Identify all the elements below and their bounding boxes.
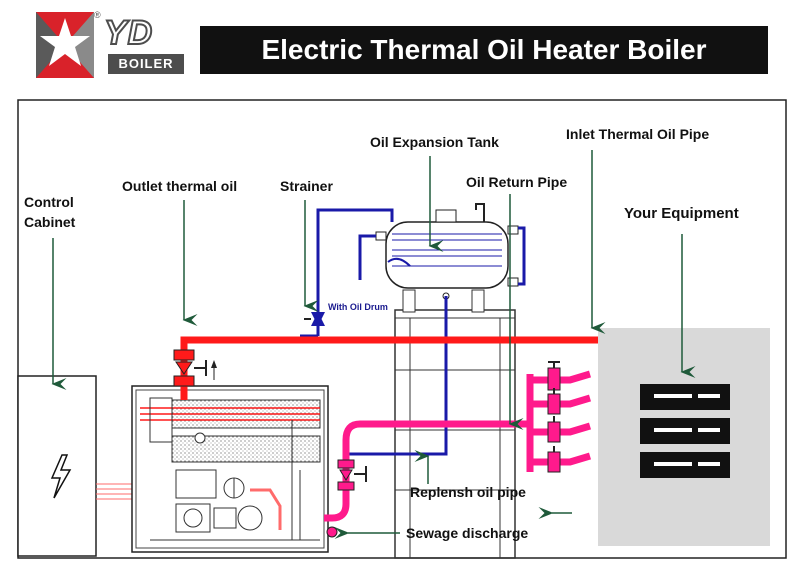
- lightning-icon: [50, 454, 72, 499]
- registered-mark: ®: [94, 10, 101, 20]
- logo-subtext: BOILER: [108, 54, 184, 74]
- expansion-tank: [375, 203, 519, 300]
- outlet-thermal-oil-label: Outlet thermal oil: [122, 178, 238, 194]
- return-valves: [547, 361, 561, 473]
- heater-skid: [131, 385, 329, 553]
- strainer-label: Strainer: [280, 178, 333, 194]
- oil-drum-pipe: [300, 208, 526, 456]
- oil-return-pipe-label: Oil Return Pipe: [466, 174, 568, 190]
- with-oil-drum-label: With Oil Drum: [328, 302, 388, 312]
- pointer-arrows: [51, 150, 696, 539]
- brand-logo-icon: [36, 12, 94, 78]
- inlet-thermal-oil-pipe-label: Inlet Thermal Oil Pipe: [566, 126, 710, 142]
- oil-expansion-tank-label: Oil Expansion Tank: [370, 134, 499, 150]
- return-valve-icon: [337, 459, 367, 491]
- control-cabinet-label-line2: Cabinet: [24, 214, 76, 230]
- strainer-icon: [304, 312, 325, 326]
- sewage-valve-icon: [326, 526, 338, 538]
- tank-support: [394, 289, 516, 559]
- logo-text: YD: [103, 13, 154, 53]
- sewage-discharge-label: Sewage discharge: [406, 525, 529, 541]
- control-cabinet-label: Control Cabinet: [24, 192, 75, 232]
- your-equipment: [598, 328, 770, 546]
- control-cabinet-label-line1: Control: [24, 194, 74, 210]
- page-title: Electric Thermal Oil Heater Boiler: [200, 26, 768, 74]
- outlet-valve-icon: [173, 349, 207, 387]
- replensh-oil-pipe-label: Replensh oil pipe: [410, 484, 526, 500]
- control-cabinet: [17, 375, 132, 557]
- your-equipment-label: Your Equipment: [624, 205, 739, 222]
- header: YD ® BOILER Electric Thermal Oil Heater …: [0, 0, 800, 92]
